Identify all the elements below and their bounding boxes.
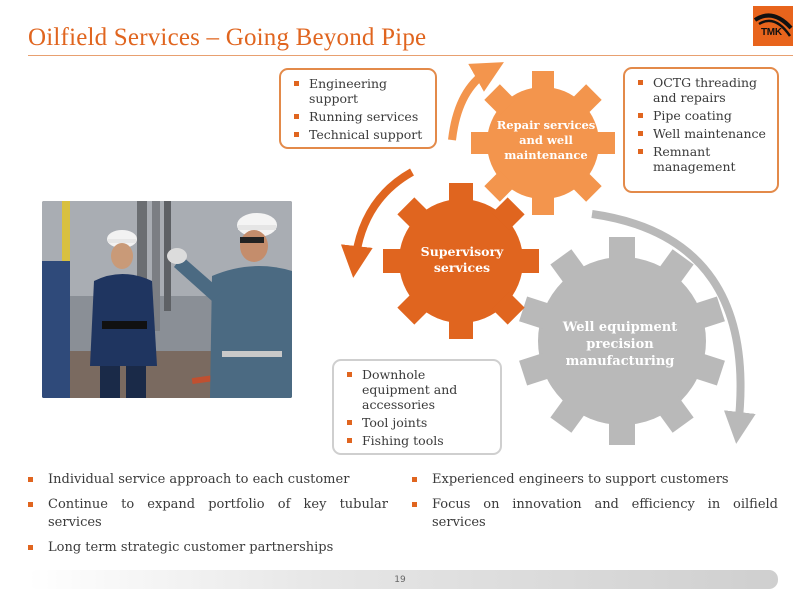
- list-item: Downhole equipment and accessories: [340, 367, 494, 412]
- arrow-grey: [591, 210, 756, 444]
- list-item: Remnant management: [631, 144, 771, 174]
- workers-photo: [42, 201, 292, 398]
- bullet-item: Focus on innovation and efficiency in oi…: [410, 496, 778, 532]
- gear-label-supervisory: Supervisory services: [420, 244, 504, 276]
- arrow-dark-orange: [340, 168, 414, 278]
- arrow-light-orange: [448, 62, 504, 141]
- tmk-logo-icon: [753, 13, 793, 37]
- bullet-item: Long term strategic customer partnership…: [26, 539, 388, 557]
- gear-manufacturing: [519, 237, 725, 445]
- bullets-left: Individual service approach to each cust…: [26, 471, 388, 564]
- footer-bar: [28, 570, 778, 589]
- title-underline: [28, 55, 793, 56]
- list-item: Fishing tools: [340, 433, 494, 448]
- logo-text: TMK: [761, 27, 782, 38]
- gear-supervisory: [383, 183, 539, 339]
- bullet-item: Experienced engineers to support custome…: [410, 471, 778, 489]
- list-item: Engineering support: [287, 76, 429, 106]
- list-item: Well maintenance: [631, 126, 771, 141]
- list-item: Tool joints: [340, 415, 494, 430]
- bullet-item: Continue to expand portfolio of key tubu…: [26, 496, 388, 532]
- bullet-item: Individual service approach to each cust…: [26, 471, 388, 489]
- repair-services-box: OCTG threading and repairs Pipe coating …: [623, 67, 779, 193]
- gear-label-repair: Repair services and well maintenance: [496, 118, 596, 162]
- company-logo: TMK: [753, 6, 793, 46]
- gear-repair: [471, 71, 615, 215]
- bullets-right: Experienced engineers to support custome…: [410, 471, 778, 539]
- page-title: Oilfield Services – Going Beyond Pipe: [28, 24, 427, 51]
- list-item: Technical support: [287, 127, 429, 142]
- page-number: 19: [394, 575, 406, 585]
- list-item: OCTG threading and repairs: [631, 75, 771, 105]
- gear-label-manufacturing: Well equipment precision manufacturing: [562, 320, 678, 369]
- supervisory-services-box: Engineering support Running services Tec…: [279, 68, 437, 149]
- manufacturing-box: Downhole equipment and accessories Tool …: [332, 359, 502, 455]
- list-item: Pipe coating: [631, 108, 771, 123]
- list-item: Running services: [287, 109, 429, 124]
